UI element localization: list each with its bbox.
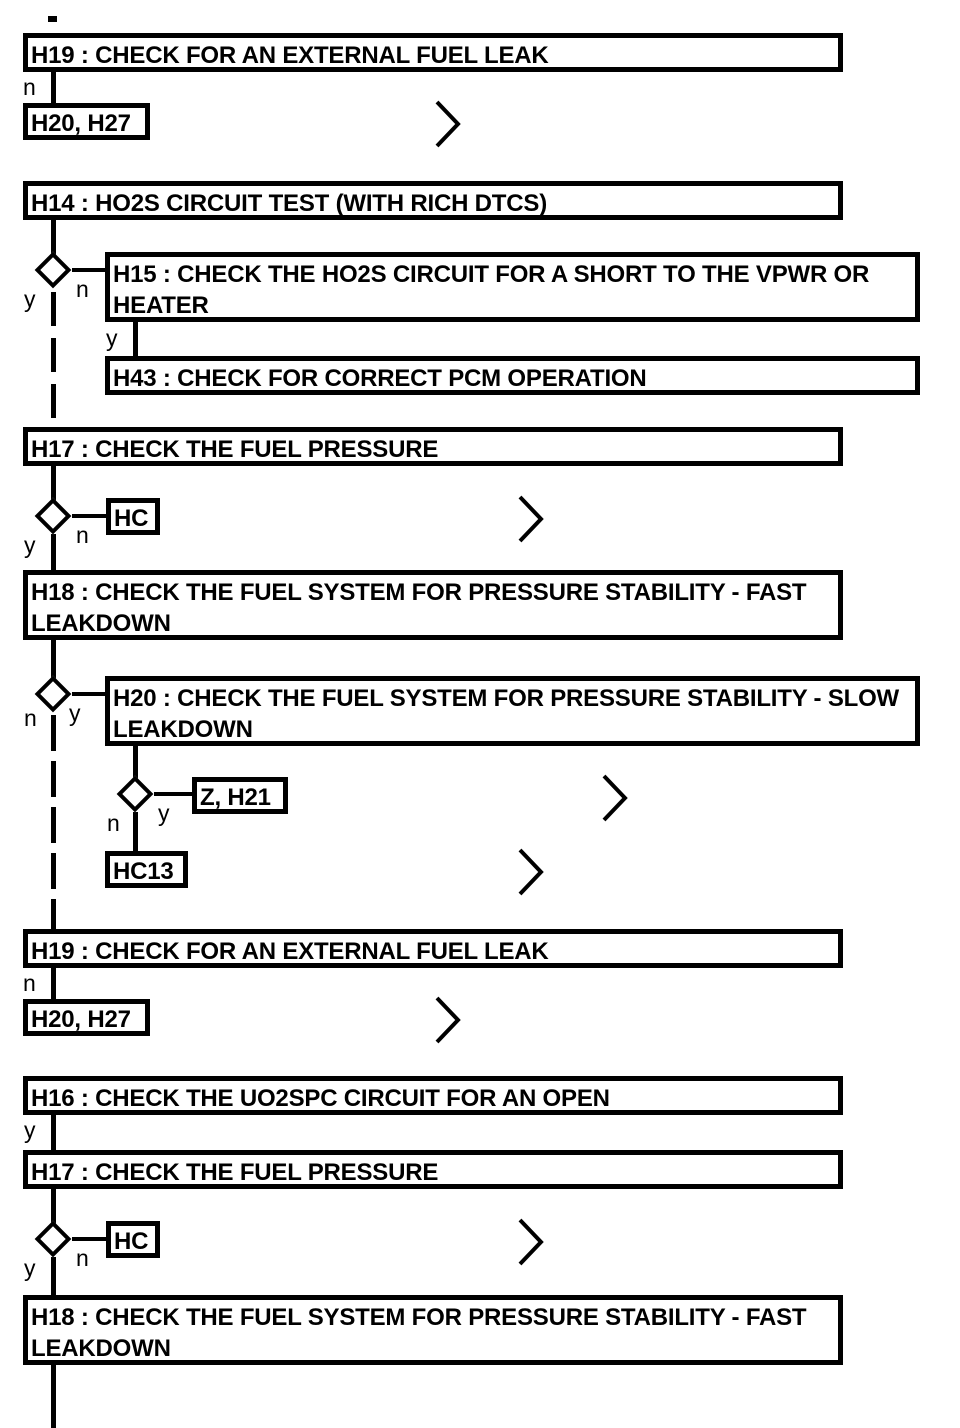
connector-decision2-to-hc: [72, 514, 110, 518]
chevron-right-icon-1: [433, 98, 463, 150]
connector-decision1-to-h15: [72, 268, 110, 272]
connector-decision2-to-h18: [51, 534, 56, 571]
process-box-h14-ho2s-circuit-test[interactable]: H14 : HO2S CIRCUIT TEST (WITH RICH DTCS): [23, 181, 843, 220]
branch-label-y-2: y: [106, 325, 118, 351]
process-box-h19-external-fuel-leak-2[interactable]: H19 : CHECK FOR AN EXTERNAL FUEL LEAK: [23, 929, 843, 968]
branch-label-n-3: n: [76, 522, 89, 548]
branch-label-n-6: n: [23, 970, 36, 996]
connector-trunk-dashed-2: [51, 715, 56, 930]
process-box-h17-fuel-pressure-1[interactable]: H17 : CHECK THE FUEL PRESSURE: [23, 427, 843, 466]
branch-label-y-1: y: [24, 286, 36, 312]
connector-decision5-to-hc: [72, 1237, 110, 1241]
terminal-box-hc-1[interactable]: HC: [106, 498, 160, 535]
branch-label-y-6: y: [24, 1117, 36, 1143]
connector-h17-to-decision-2: [51, 465, 56, 504]
process-box-h20-slow-leakdown[interactable]: H20 : CHECK THE FUEL SYSTEM FOR PRESSURE…: [105, 676, 920, 746]
branch-label-n-5: n: [107, 810, 120, 836]
connector-h18b-to-bottom: [51, 1364, 56, 1428]
branch-label-y-7: y: [24, 1255, 36, 1281]
connector-h17b-to-decision-5: [51, 1188, 56, 1227]
decision-diamond-icon-2[interactable]: [34, 497, 72, 535]
terminal-box-h20-h27-1[interactable]: H20, H27: [23, 103, 150, 140]
process-box-h18-fast-leakdown-1[interactable]: H18 : CHECK THE FUEL SYSTEM FOR PRESSURE…: [23, 570, 843, 640]
branch-label-y-4: y: [69, 700, 81, 726]
decision-diamond-icon-4[interactable]: [116, 775, 154, 813]
connector-h18-to-decision-3: [51, 639, 56, 682]
chevron-right-icon-4: [516, 846, 546, 898]
connector-decision4-to-z-h21: [154, 792, 194, 796]
process-box-h19-external-fuel-leak[interactable]: H19 : CHECK FOR AN EXTERNAL FUEL LEAK: [23, 33, 843, 72]
process-box-h16-uo2spc-open[interactable]: H16 : CHECK THE UO2SPC CIRCUIT FOR AN OP…: [23, 1076, 843, 1115]
process-box-h15-ho2s-short-vpwr-heater[interactable]: H15 : CHECK THE HO2S CIRCUIT FOR A SHORT…: [105, 252, 920, 322]
decision-diamond-icon-3[interactable]: [34, 675, 72, 713]
connector-h15-to-h43: [133, 321, 138, 357]
connector-decision4-to-hc13: [133, 812, 138, 853]
terminal-box-hc13[interactable]: HC13: [105, 851, 188, 888]
decision-diamond-icon-5[interactable]: [34, 1220, 72, 1258]
connector-h14-to-decision-1: [51, 219, 56, 258]
connector-trunk-dashed-1: [51, 292, 56, 428]
branch-label-y-3: y: [24, 532, 36, 558]
connector-h16-to-h17: [51, 1114, 56, 1152]
terminal-box-z-h21[interactable]: Z, H21: [192, 777, 288, 814]
connector-h20-to-decision-4: [133, 745, 138, 782]
process-box-h17-fuel-pressure-2[interactable]: H17 : CHECK THE FUEL PRESSURE: [23, 1150, 843, 1189]
tick-dot-icon: [48, 16, 57, 22]
chevron-right-icon-6: [516, 1216, 546, 1268]
chevron-right-icon-2: [516, 493, 546, 545]
connector-h19b-to-h20h27: [51, 967, 56, 1001]
process-box-h18-fast-leakdown-2[interactable]: H18 : CHECK THE FUEL SYSTEM FOR PRESSURE…: [23, 1295, 843, 1365]
process-box-h43-pcm-operation[interactable]: H43 : CHECK FOR CORRECT PCM OPERATION: [105, 356, 920, 395]
branch-label-n-1: n: [23, 74, 36, 100]
connector-h19-to-h20h27: [51, 71, 56, 105]
connector-decision5-to-h18: [51, 1257, 56, 1296]
connector-decision3-to-h20: [72, 692, 110, 696]
branch-label-y-5: y: [158, 800, 170, 826]
branch-label-n-7: n: [76, 1245, 89, 1271]
chevron-right-icon-5: [433, 994, 463, 1046]
branch-label-n-4: n: [24, 705, 37, 731]
terminal-box-h20-h27-2[interactable]: H20, H27: [23, 999, 150, 1036]
terminal-box-hc-2[interactable]: HC: [106, 1221, 160, 1258]
decision-diamond-icon-1[interactable]: [34, 251, 72, 289]
branch-label-n-2: n: [76, 276, 89, 302]
chevron-right-icon-3: [600, 772, 630, 824]
